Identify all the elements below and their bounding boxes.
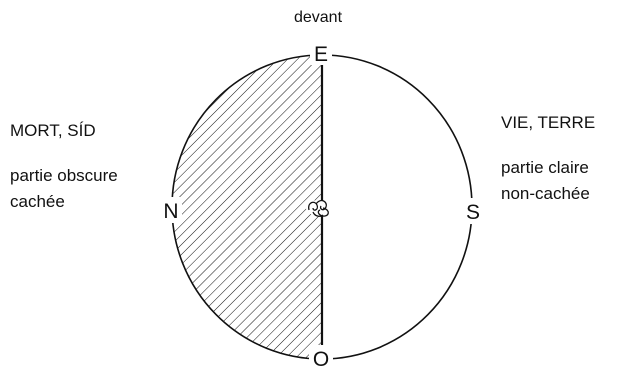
right-line-1: partie claire (501, 158, 589, 177)
cardinal-south: S (466, 201, 480, 224)
left-title: MORT, SÍD (10, 121, 96, 140)
cardinal-north: N (163, 200, 178, 223)
left-line-1: partie obscure (10, 166, 118, 185)
right-line-2: non-cachée (501, 184, 590, 203)
cardinal-east: E (314, 43, 328, 66)
front-label: devant (294, 9, 343, 26)
right-title: VIE, TERRE (501, 113, 595, 132)
cardinal-west: O (313, 348, 329, 370)
left-line-2: cachée (10, 192, 65, 211)
